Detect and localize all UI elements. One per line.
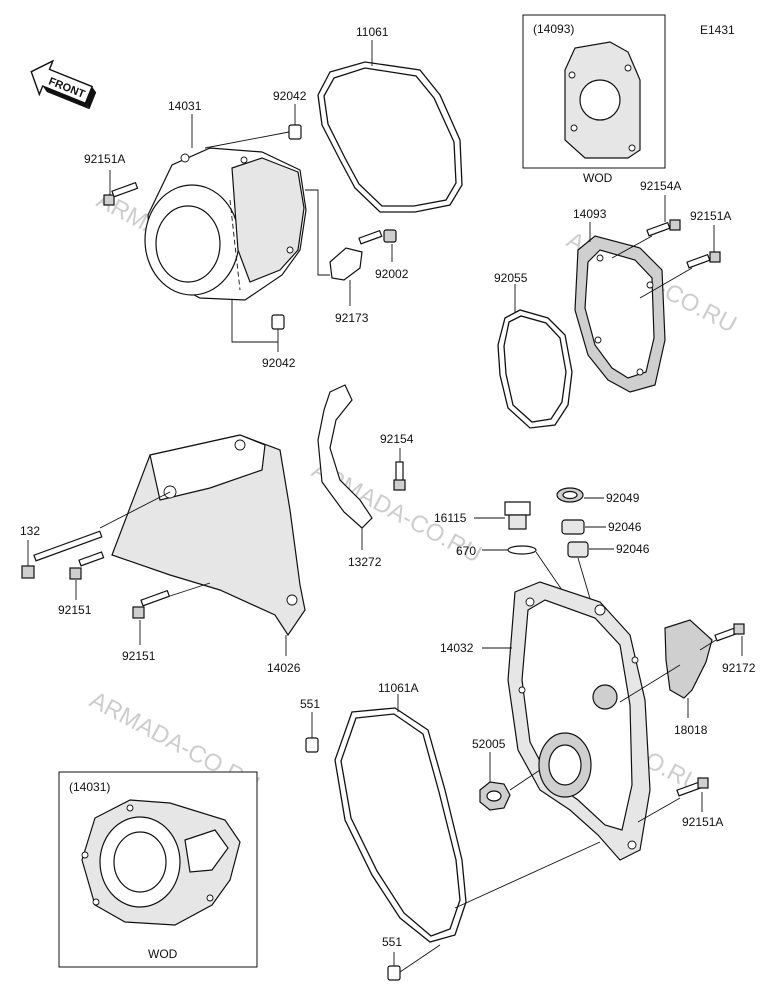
guard-18018 <box>664 619 713 699</box>
label-92172: 92172 <box>722 661 756 675</box>
inset-top-ref-label: (14093) <box>533 22 574 36</box>
label-92046-upper: 92046 <box>608 520 642 534</box>
inset-top-hole-4 <box>570 124 578 132</box>
label-92002: 92002 <box>375 267 409 281</box>
bolt-92154 <box>393 461 406 491</box>
label-52005: 52005 <box>472 737 506 751</box>
diagram-code: E1431 <box>700 23 735 37</box>
dowel-92042-lower <box>271 314 285 330</box>
seal-92049 <box>556 487 584 503</box>
label-14026: 14026 <box>267 661 301 675</box>
inset-top-hole-1 <box>568 71 576 79</box>
label-92042-lower: 92042 <box>262 356 296 370</box>
cap-52005 <box>479 781 511 811</box>
label-551-upper: 551 <box>300 697 320 711</box>
label-92151A-lower: 92151A <box>682 815 723 829</box>
dowel-551-upper <box>305 737 319 753</box>
inset-top-caption: WOD <box>583 171 613 185</box>
label-11061A: 11061A <box>378 681 418 695</box>
label-132: 132 <box>20 524 40 538</box>
bolt-92172 <box>714 623 745 642</box>
label-92154: 92154 <box>380 432 414 446</box>
dowel-92042-upper <box>288 124 302 140</box>
cover-14093 <box>574 235 666 393</box>
bolt-92151A-left <box>103 181 139 206</box>
label-18018: 18018 <box>674 723 708 737</box>
bolt-92151A-right <box>686 251 721 269</box>
label-92151-lower: 92151 <box>122 649 156 663</box>
label-92046-lower: 92046 <box>616 542 650 556</box>
cover-14026 <box>111 434 306 637</box>
cover-14032 <box>507 581 651 861</box>
clamp-92173 <box>329 247 363 281</box>
gasket-11061-inner <box>323 67 457 207</box>
label-11061: 11061 <box>356 25 389 39</box>
label-92049: 92049 <box>606 491 640 505</box>
inset-bottom: (14031) WOD <box>58 771 258 968</box>
bolt-92151-upper <box>69 551 105 580</box>
plug-16115 <box>504 501 531 530</box>
label-92154A: 92154A <box>640 179 681 193</box>
gasket-92055-inner <box>503 315 567 423</box>
bolt-92002 <box>358 229 397 245</box>
bearing-92046-upper <box>561 519 585 535</box>
label-551-lower: 551 <box>382 935 402 949</box>
label-92151A-left: 92151A <box>84 152 125 166</box>
bolt-92151-lower <box>132 589 171 619</box>
label-92173: 92173 <box>335 311 369 325</box>
inset-bottom-caption: WOD <box>148 947 178 961</box>
oring-670 <box>507 545 537 555</box>
label-92151-upper: 92151 <box>58 603 92 617</box>
inset-bottom-ref-label: (14031) <box>69 780 110 794</box>
gasket-11061A <box>334 707 467 943</box>
bolt-92154A <box>646 219 681 237</box>
gasket-11061 <box>317 61 463 213</box>
bolt-132 <box>21 530 103 579</box>
label-92055: 92055 <box>494 271 528 285</box>
label-92151A-right: 92151A <box>690 209 731 223</box>
label-16115: 16115 <box>434 511 467 525</box>
gasket-11061A-inner <box>340 713 461 937</box>
inset-top-hole-2 <box>624 64 632 72</box>
bolt-92151A-lower <box>676 777 709 797</box>
label-14093: 14093 <box>573 207 607 221</box>
label-14031: 14031 <box>168 99 202 113</box>
label-14032: 14032 <box>440 641 474 655</box>
plate-13272 <box>317 384 373 529</box>
bearing-92046-lower <box>567 541 589 558</box>
label-670: 670 <box>456 544 476 558</box>
inset-top-boss <box>579 79 621 121</box>
inset-top-hole-3 <box>628 144 636 152</box>
front-arrow-icon: FRONT <box>30 59 97 110</box>
label-92042-upper: 92042 <box>273 89 307 103</box>
dowel-551-lower <box>387 965 401 981</box>
label-13272: 13272 <box>348 555 382 569</box>
generator-cover-14031 <box>144 147 307 301</box>
inset-top: (14093) WOD <box>522 14 666 185</box>
gasket-92055 <box>497 309 573 429</box>
